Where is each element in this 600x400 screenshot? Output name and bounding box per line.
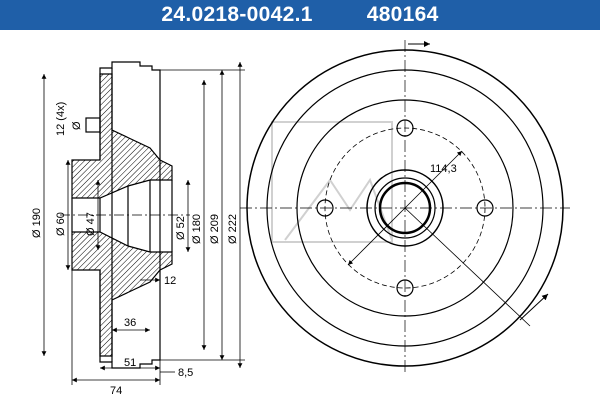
stud-hole-section [85,117,101,133]
section-view [60,61,190,369]
section-dimensions [41,62,245,385]
part-number: 24.0218-0042.1 [161,3,313,26]
dim-width-51: 51 [124,357,136,369]
hub-section-lower [71,231,173,357]
dim-thread: 12 (4x) [55,102,67,136]
dim-diameter-180: Ø 180 [191,214,203,244]
dim-width-36: 36 [124,317,136,329]
dim-diameter-52: Ø 52 [175,216,187,240]
dim-pcd: 114,3 [430,163,457,175]
dim-width-12: 12 [164,275,176,287]
dim-diameter-190: Ø 190 [31,208,43,238]
reference-number: 480164 [366,3,439,26]
dim-diameter-222: Ø 222 [227,214,239,244]
front-view [240,40,570,375]
ate-logo-watermark [271,121,393,243]
dim-diameter-47: Ø 47 [85,212,97,236]
dim-diameter-60: Ø 60 [55,212,67,236]
header-bar: 24.0218-0042.1 480164 [0,0,600,30]
dim-width-8-5: 8,5 [178,367,193,379]
brake-drum-technical-drawing: 12 (4x) Ø Ø 190 Ø 60 Ø 47 Ø 52 Ø 180 Ø 2… [31,40,570,397]
dim-width-74: 74 [110,385,122,397]
dim-thread-diameter: Ø [71,121,83,130]
dim-diameter-209: Ø 209 [209,214,221,244]
hub-section-upper [71,73,173,199]
